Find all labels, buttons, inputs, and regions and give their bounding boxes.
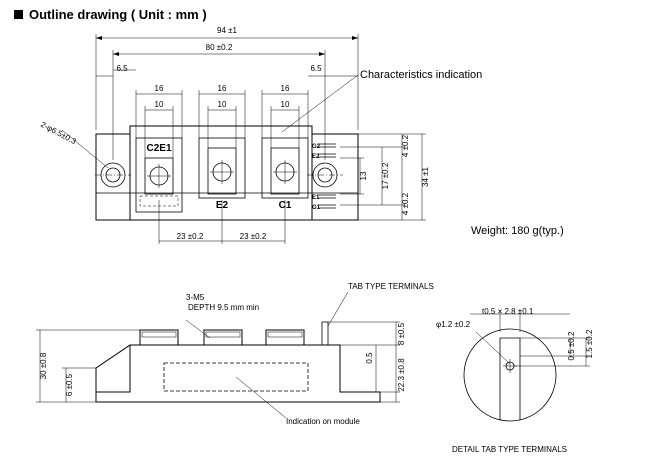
weight-note: Weight: 180 g(typ.): [471, 225, 564, 237]
detail-title: DETAIL TAB TYPE TERMINALS: [452, 445, 567, 454]
detail-dims: [470, 310, 590, 367]
side-terminal-3-top: [267, 331, 303, 338]
side-terminal-2: [203, 329, 243, 346]
indication-area: [163, 362, 309, 392]
screw-leader: [185, 319, 211, 339]
pin-label-g1: G1: [312, 205, 321, 211]
dim-terminal-pitch: [158, 200, 286, 244]
detail-hole-label: φ1.2 ±0.2: [436, 320, 471, 329]
dim-terminal-widths: [135, 90, 309, 158]
terminal-e2: [198, 137, 246, 199]
dim-tab-height-label: 8 ±0.5: [397, 322, 406, 345]
detail-tab-outline: [499, 337, 521, 420]
dim-term1-inner-label: 10: [155, 100, 164, 109]
side-view: 3-M5 DEPTH 9.5 mm min TAB TYPE TERMINALS…: [36, 282, 434, 426]
dim-tab-gap-label: 0.5: [365, 352, 374, 364]
tab-terminals-note: TAB TYPE TERMINALS: [348, 282, 434, 291]
hole-diameter-label: 2-φ6.5±0.3: [39, 120, 78, 146]
gate-pins-bottom: [318, 194, 336, 209]
dim-hole-pitch: [112, 50, 326, 160]
dim-term2-inner-label: 10: [218, 100, 227, 109]
dim-overall-width: [95, 34, 359, 130]
side-tab-terminal: [321, 321, 329, 346]
dim-pin-top-label: 4 ±0.2: [401, 134, 410, 157]
detail-dim-05-label: 0.5 ±0.2: [567, 331, 576, 360]
dim-term2-outer-label: 16: [218, 84, 227, 93]
dim-right-offset-label: 6.5: [310, 64, 322, 73]
dim-pitch1-label: 23 ±0.2: [177, 232, 204, 241]
hole-diameter-leader: [61, 129, 109, 169]
dim-body-height-label: 22.3 ±0.8: [397, 358, 406, 392]
terminal-label-c2e1: C2E1: [146, 143, 171, 154]
dim-pin-bottom-label: 4 ±0.2: [401, 192, 410, 215]
detail-view: t0.5 × 2.8 ±0.1 φ1.2 ±0.2 0.5 ±0.2 1.5 ±…: [436, 307, 594, 454]
dim-overall-width-label: 94 ±1: [217, 26, 238, 35]
mount-hole-right: [307, 162, 343, 188]
depth-note: DEPTH 9.5 mm min: [188, 303, 259, 312]
dim-term1-outer-label: 16: [155, 84, 164, 93]
side-view-outline: [95, 344, 381, 403]
dim-term3-outer-label: 16: [281, 84, 290, 93]
screw-note: 3-M5: [186, 293, 205, 302]
dim-term3-inner-label: 10: [281, 100, 290, 109]
pin-label-e2: E2: [312, 154, 320, 160]
side-terminal-1-top: [141, 331, 177, 338]
pin-label-g2: G2: [312, 144, 321, 150]
pin-label-e1: E1: [312, 195, 320, 201]
dim-inner-height-label: 17 ±0.2: [381, 162, 390, 189]
detail-circle: [463, 328, 557, 422]
dim-pitch2-label: 23 ±0.2: [240, 232, 267, 241]
mount-hole-left: [95, 162, 131, 188]
page-title: Outline drawing ( Unit : mm ): [29, 6, 207, 22]
side-terminal-1: [139, 329, 179, 346]
dim-hole-height-label: 13: [359, 171, 368, 180]
indication-module-note: Indication on module: [286, 417, 360, 426]
terminal-c1: [261, 137, 309, 199]
gate-pins-top: [318, 143, 336, 158]
characteristics-leader: [281, 74, 359, 133]
side-terminal-3: [265, 329, 305, 346]
detail-dim-15-label: 1.5 ±0.2: [585, 329, 594, 358]
dim-right-heights: [340, 133, 426, 221]
indication-leader: [235, 376, 287, 419]
dim-base-height-label: 6 ±0.5: [65, 373, 74, 396]
bullet-square-icon: [14, 9, 23, 19]
page-heading: Outline drawing ( Unit : mm ): [14, 4, 207, 24]
characteristics-note: Characteristics indication: [360, 69, 482, 81]
dim-hole-pitch-label: 80 ±0.2: [206, 43, 233, 52]
dim-left-offset: [96, 69, 136, 77]
side-left-chamfer: [95, 344, 131, 392]
top-view: C2E1 E2 C1 G2 E2 E1 G1 94 ±1: [39, 26, 564, 244]
dim-side-height-label: 30 ±0.8: [39, 352, 48, 379]
dim-height-label: 34 ±1: [421, 166, 430, 187]
dim-side-heights: [36, 321, 400, 403]
module-housing-outline: [129, 125, 313, 221]
dim-left-offset-label: 6.5: [116, 64, 128, 73]
detail-tab-size-label: t0.5 × 2.8 ±0.1: [482, 307, 534, 316]
tab-leader: [327, 291, 349, 327]
side-terminal-2-top: [205, 331, 241, 338]
